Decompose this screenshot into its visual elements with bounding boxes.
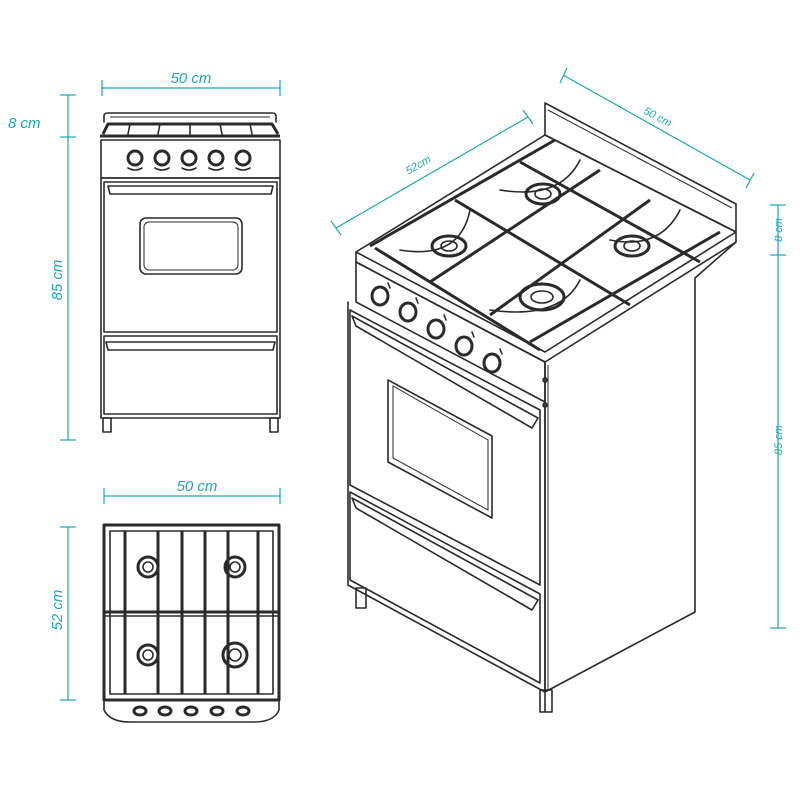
knob	[398, 297, 419, 323]
knob	[234, 149, 252, 171]
knob	[426, 314, 447, 340]
burner	[136, 555, 160, 579]
back-panel	[544, 102, 737, 233]
burner	[613, 234, 651, 258]
front-width-label: 50 cm	[171, 70, 212, 87]
front-top-height-label: 8 cm	[8, 115, 41, 132]
knob	[370, 282, 391, 307]
isometric-view: ·····	[347, 102, 737, 713]
front-body-height-label: 85 cm	[49, 260, 66, 301]
iso-drawer-handle	[351, 497, 539, 611]
burner	[221, 641, 249, 669]
iso-knobs	[370, 282, 503, 374]
iso-oven-window	[387, 379, 493, 519]
iso-height-dimension: 8 cm 85 cm	[770, 204, 786, 629]
iso-drawer	[349, 491, 541, 684]
top-knobs	[132, 705, 251, 717]
top-view	[102, 523, 281, 723]
iso-width-dimension: 50 cm	[559, 67, 755, 189]
iso-width-label: 50 cm	[641, 105, 673, 130]
iso-depth-dimension: 52cm	[330, 109, 534, 236]
knob	[207, 149, 225, 171]
iso-burners	[430, 182, 651, 312]
foot	[102, 417, 112, 433]
top-depth-dimension: 52 cm	[49, 526, 76, 701]
iso-body-height-label: 85 cm	[773, 425, 785, 455]
top-depth-label: 52 cm	[49, 590, 66, 631]
top-grate-bars	[103, 531, 280, 694]
knob	[454, 331, 475, 357]
burner	[524, 182, 562, 206]
foot	[269, 417, 279, 433]
knob	[482, 348, 503, 374]
burner	[223, 555, 247, 579]
burner	[430, 234, 468, 258]
iso-grate	[369, 138, 721, 352]
iso-oven-handle	[351, 315, 539, 429]
svg-text:·····: ·····	[635, 156, 649, 168]
knob	[126, 149, 144, 171]
top-burners	[136, 555, 249, 669]
drawer-handle	[105, 341, 276, 351]
front-height-dimension: 8 cm 85 cm	[8, 94, 76, 441]
front-width-dimension: 50 cm	[101, 70, 281, 96]
knob	[153, 149, 171, 171]
iso-top-height-label: 8 cm	[773, 218, 785, 242]
front-grate-bars	[127, 123, 253, 135]
front-control-knobs	[126, 149, 252, 171]
top-width-dimension: 50 cm	[103, 478, 281, 504]
knob	[180, 149, 198, 171]
iso-oven-door	[349, 309, 541, 586]
top-width-label: 50 cm	[177, 478, 218, 495]
front-view	[100, 112, 281, 433]
burner	[136, 643, 160, 667]
oven-window	[139, 217, 243, 275]
burner	[518, 282, 566, 312]
